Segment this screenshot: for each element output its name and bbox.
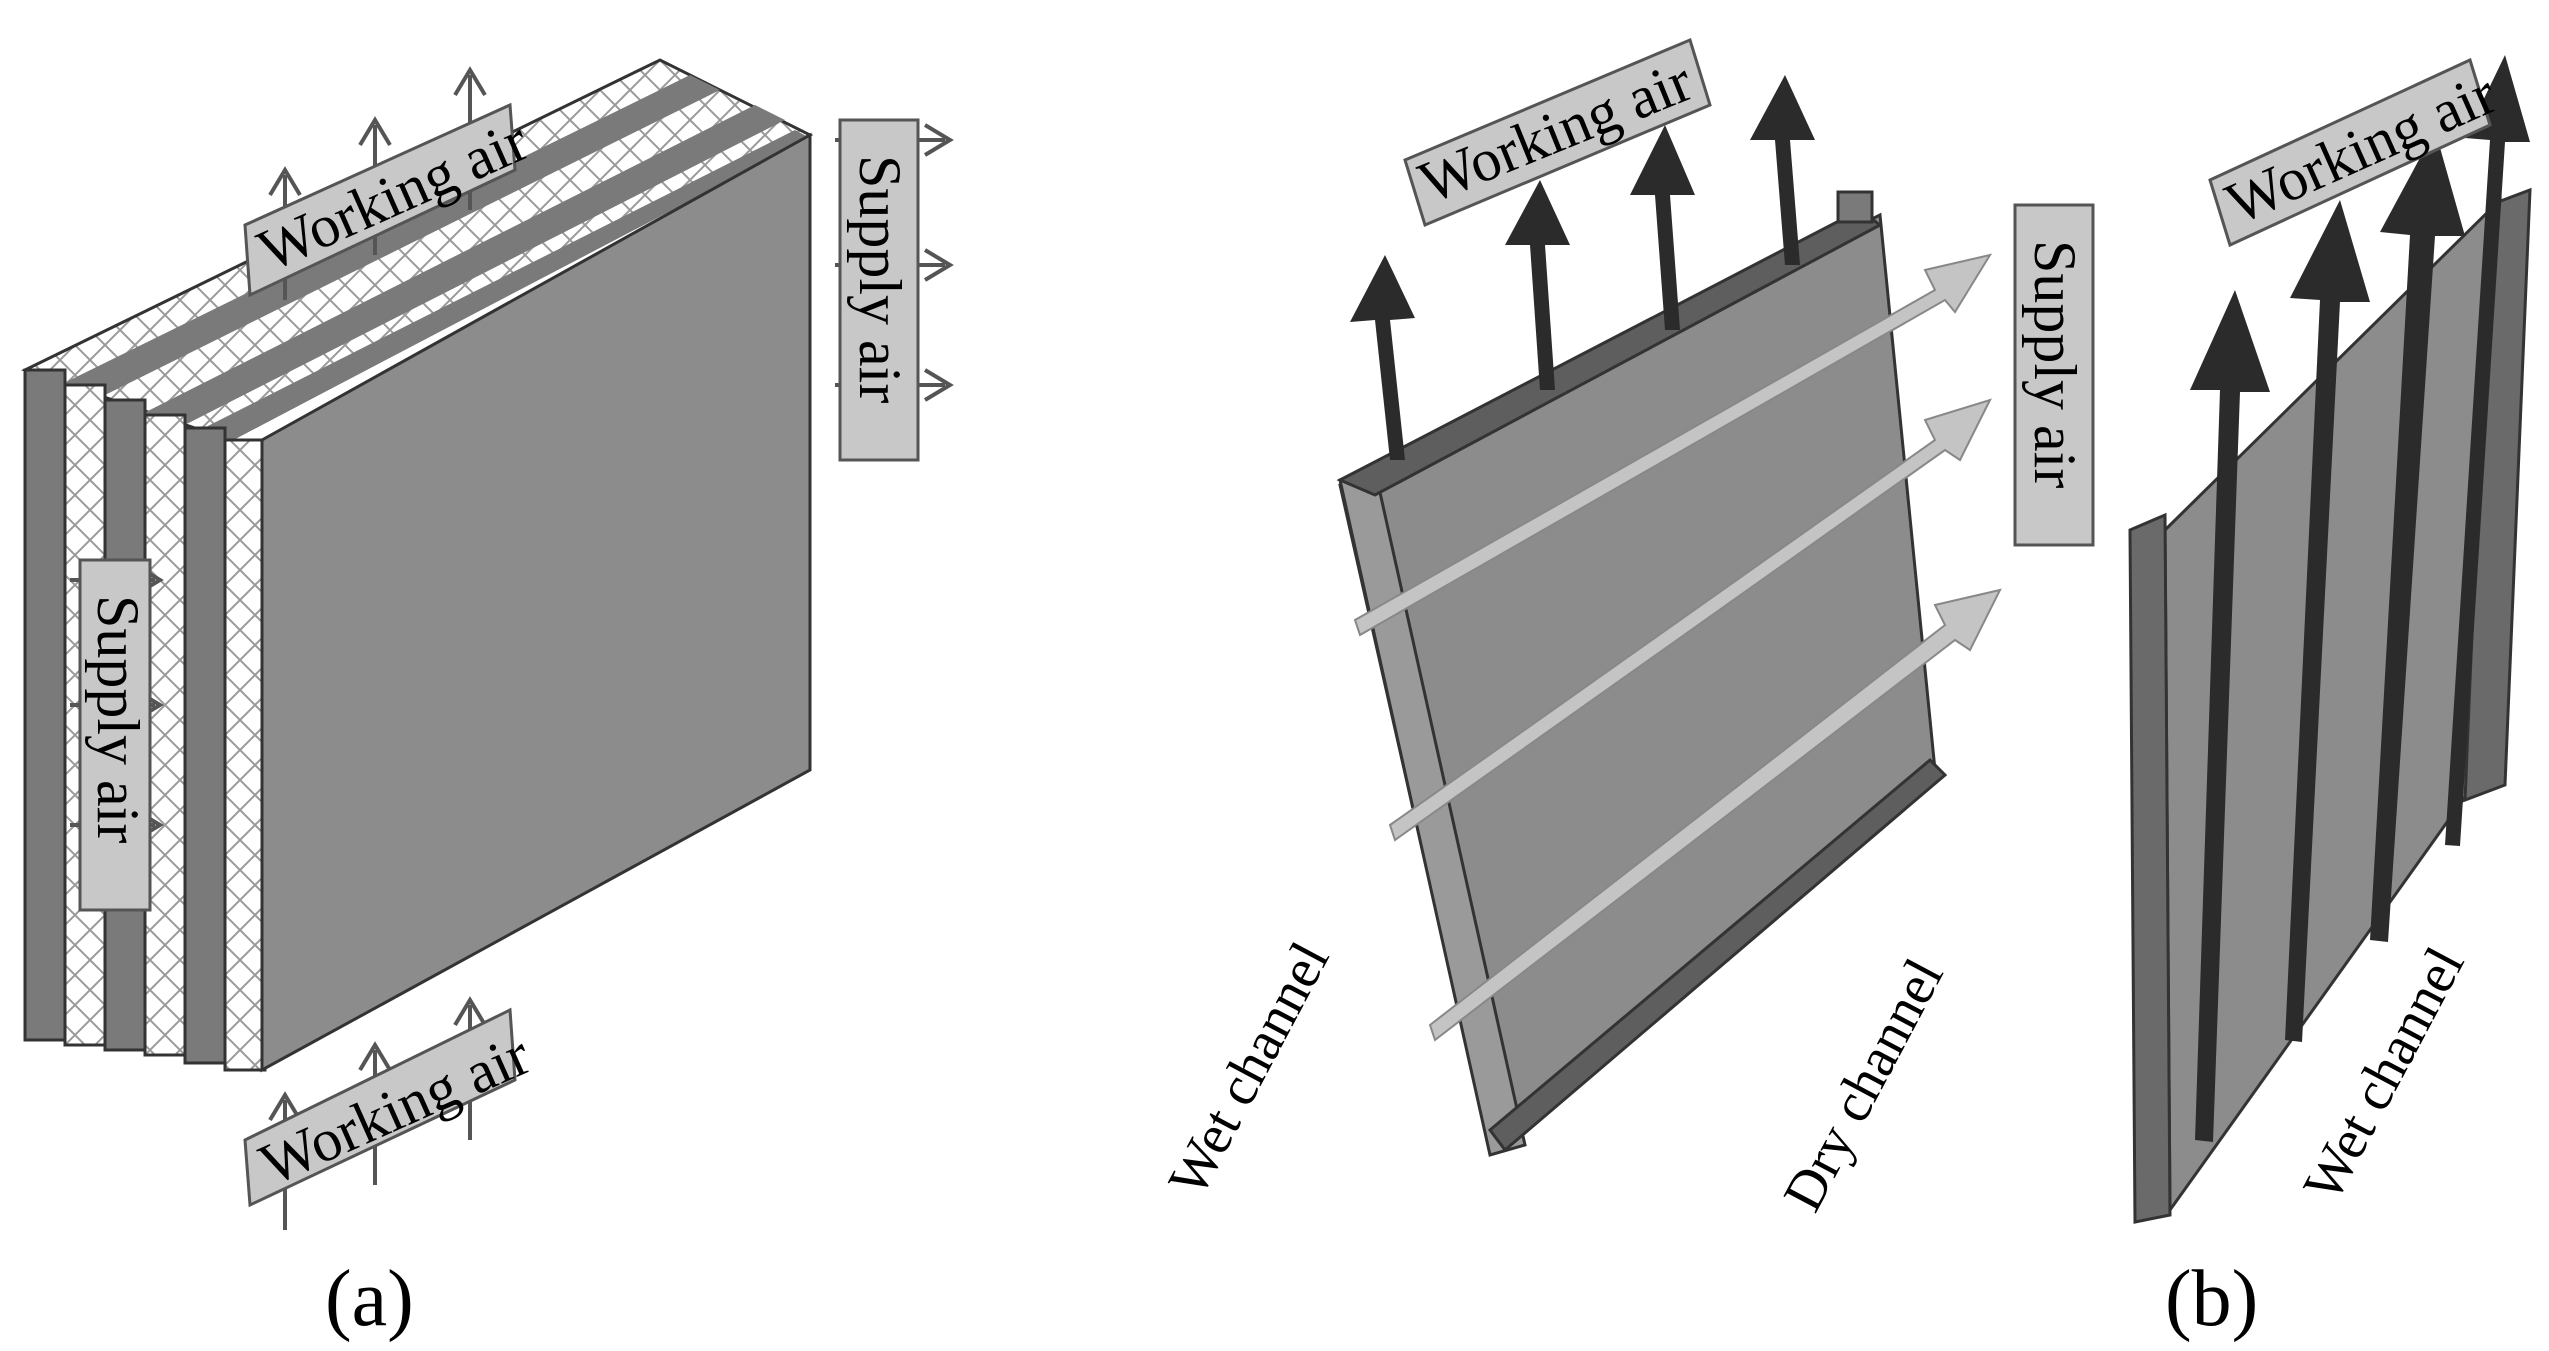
dry-channel-bottom-rail: [1487, 757, 1948, 1153]
working-air-arrows-left: [1350, 75, 1815, 460]
stack-side-face: [260, 132, 812, 1073]
stack-front-layer: [223, 438, 267, 1072]
stack-front-layer: [23, 368, 67, 1042]
stack-top-stripe: [60, 75, 720, 400]
panel-label-a: (a): [325, 1255, 414, 1343]
supply-air-label-box-side: [838, 118, 920, 462]
supply-air-label-inner: Supply air: [85, 595, 151, 843]
stack-top-stripe: [180, 130, 810, 452]
working-air-arrows-right: [2190, 55, 2530, 1142]
panel-label-b: (b): [2165, 1255, 2258, 1343]
wet-channel-label-left: Wet channel: [1157, 932, 1342, 1206]
working-air-label-right: Working air: [2216, 60, 2505, 237]
supply-air-label-box: [2013, 203, 2095, 547]
supply-air-label: Supply air: [2022, 240, 2088, 488]
panel-b: Working air Supply air Working air Wet c…: [1157, 37, 2532, 1343]
dry-channel-top-rail: [1336, 208, 1883, 497]
dry-channel-label: Dry channel: [1772, 949, 1956, 1221]
stack-front-layer: [143, 413, 187, 1057]
supply-air-arrows: [1353, 253, 2002, 1042]
supply-air-label-box-inner: [78, 558, 152, 912]
working-air-label-box-left: [1403, 37, 1712, 228]
panel-a: Working air Working air Supply air Suppl…: [21, 58, 954, 1343]
working-air-label-box-bottom: [243, 1007, 517, 1208]
working-air-label-box-top: [243, 102, 517, 298]
dry-channel-top-cap: [1836, 190, 1874, 224]
stack-top-stripe: [130, 105, 785, 435]
stack-front-layer: [183, 426, 227, 1065]
supply-air-label-side: Supply air: [847, 155, 913, 403]
wet-channel-left-rail: [2128, 512, 2172, 1224]
working-air-label-box-right: [2208, 57, 2492, 248]
